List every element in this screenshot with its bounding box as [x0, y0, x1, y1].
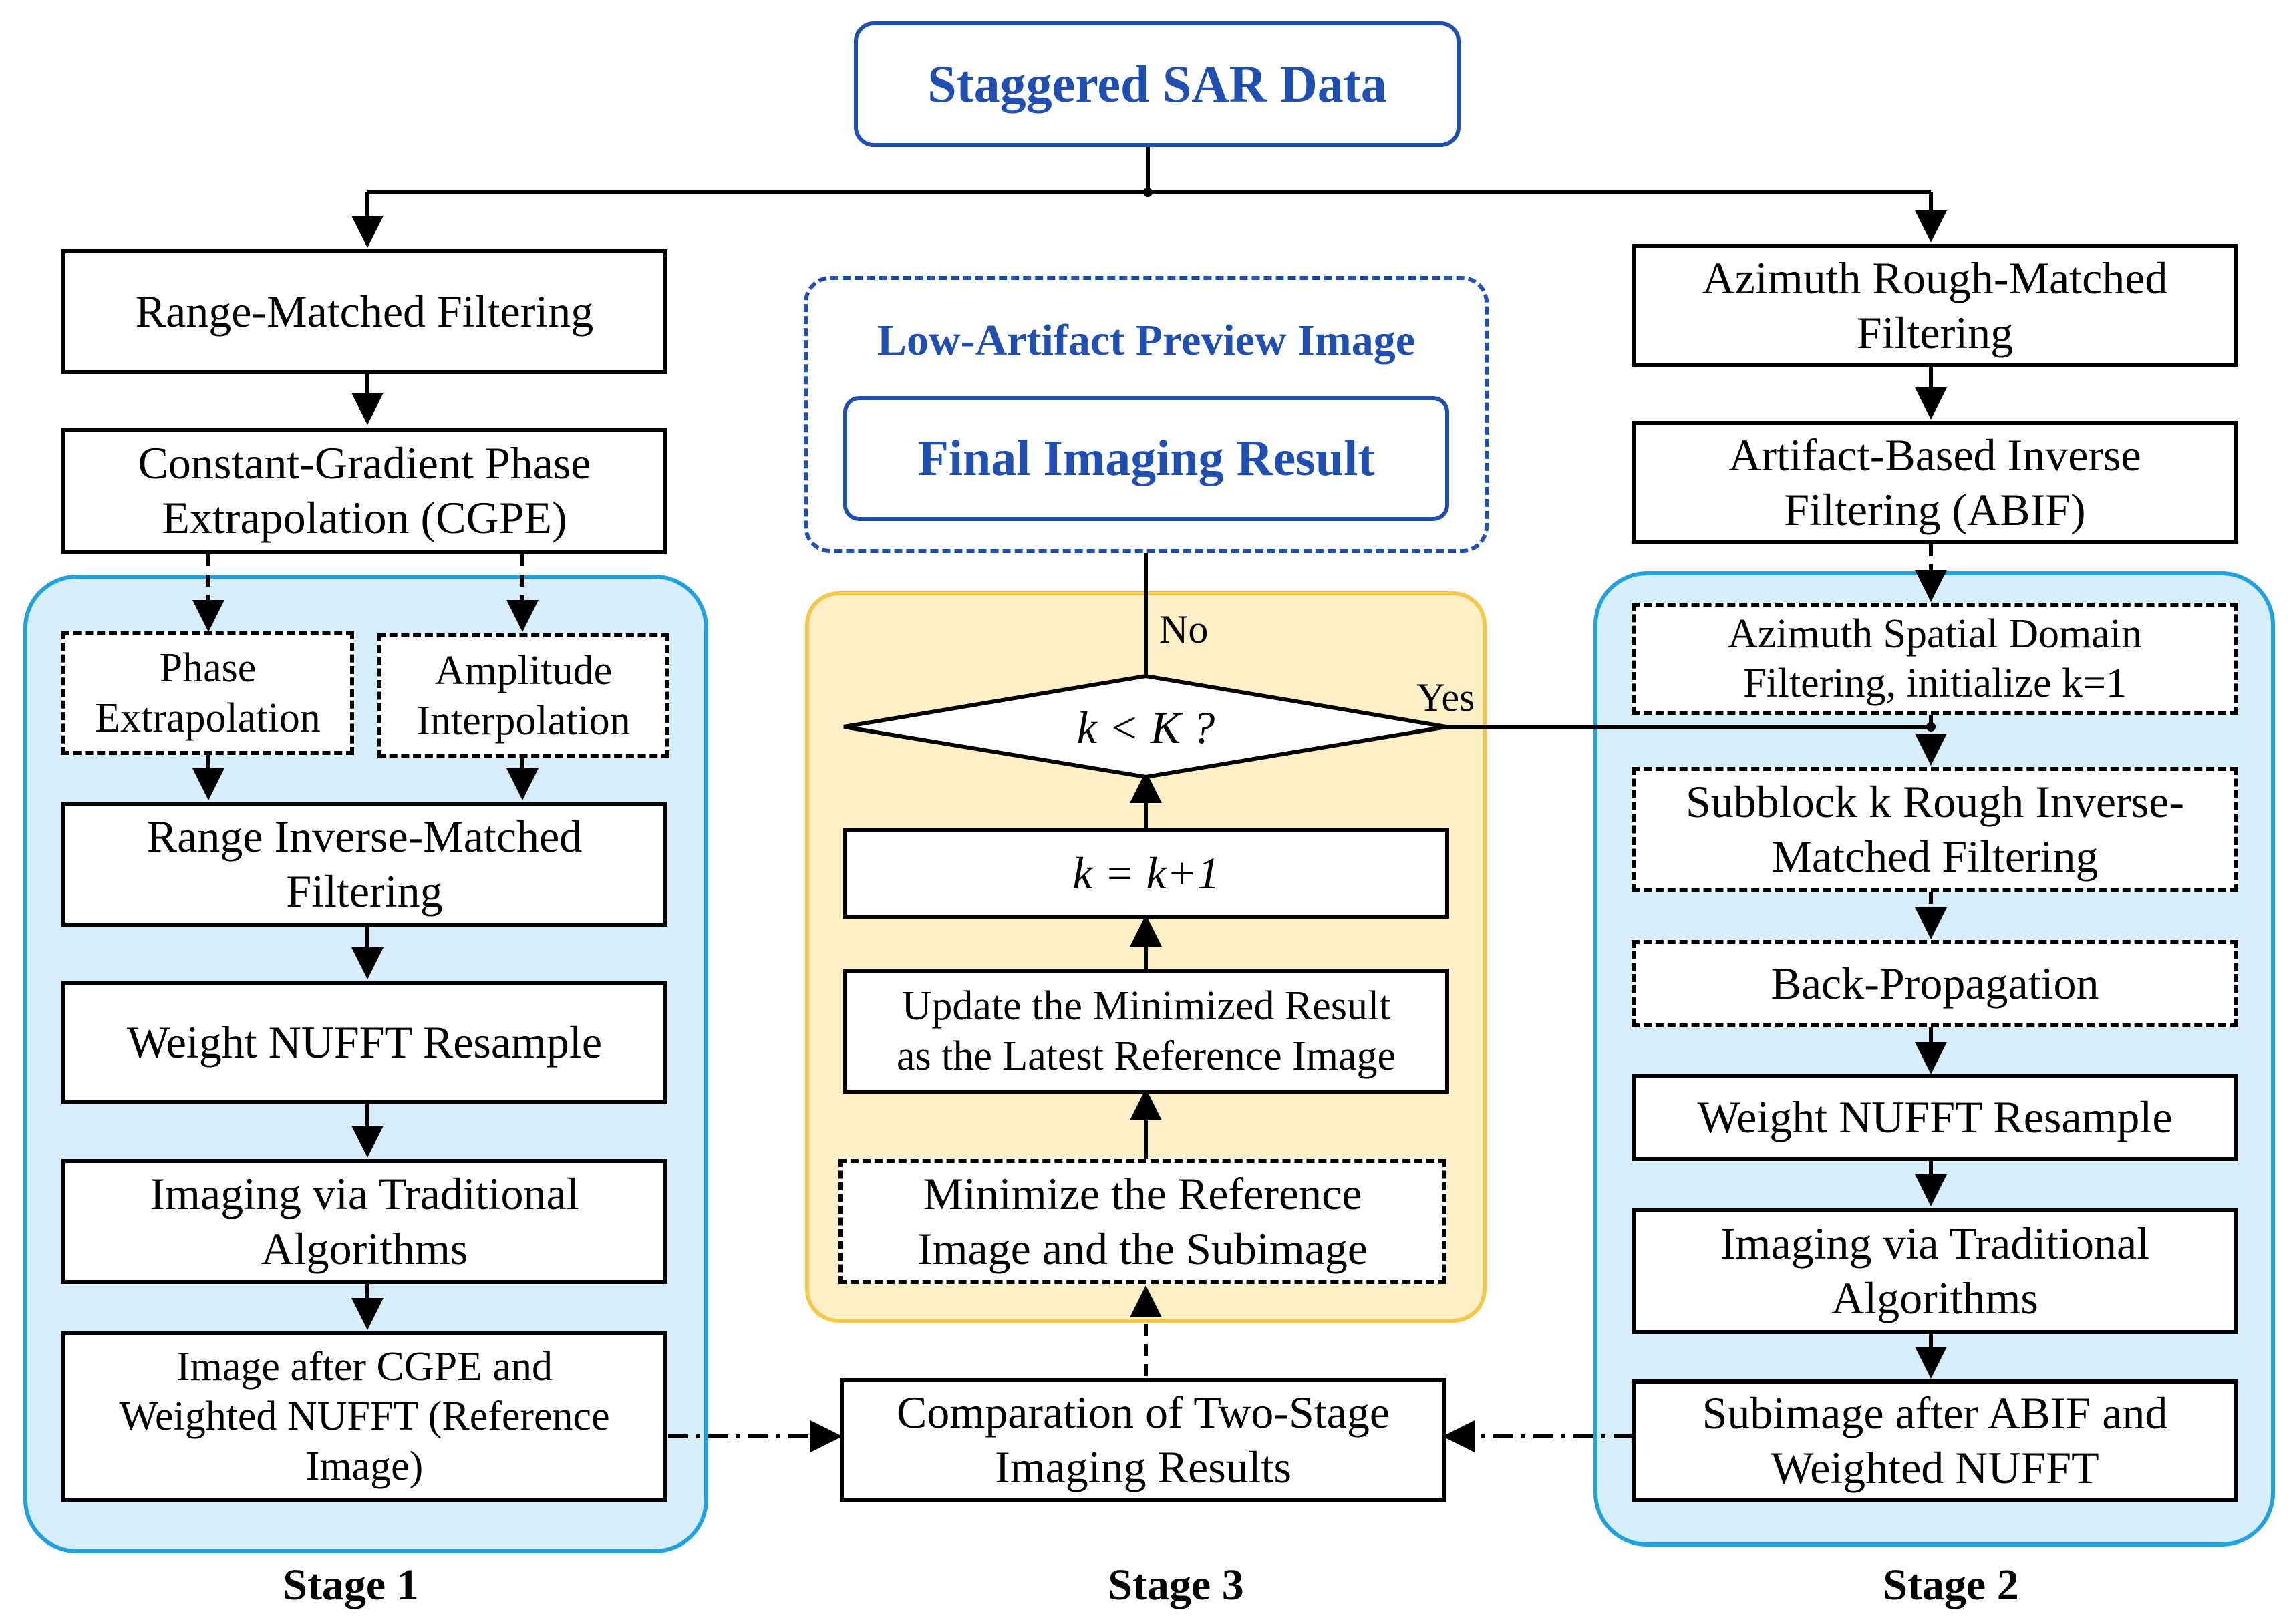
range-inverse-matched-box: Range Inverse-Matched Filtering [61, 802, 667, 927]
abif-label: Artifact-Based Inverse Filtering (ABIF) [1728, 429, 2141, 535]
phase-extrapolation-box: Phase Extrapolation [61, 631, 354, 755]
abif-box: Artifact-Based Inverse Filtering (ABIF) [1632, 421, 2238, 544]
subblock-label: Subblock k Rough Inverse- Matched Filter… [1685, 776, 2184, 882]
decision-label: k < K ? [1076, 702, 1215, 753]
phase-extrapolation-label: Phase Extrapolation [95, 645, 321, 741]
back-propagation-label: Back-Propagation [1771, 957, 2099, 1009]
comparison-label: Comparation of Two-Stage Imaging Results [896, 1386, 1390, 1492]
yes-label: Yes [1416, 675, 1475, 719]
amplitude-interpolation-label: Amplitude Interpolation [416, 648, 631, 744]
range-inverse-matched-label: Range Inverse-Matched Filtering [146, 810, 583, 917]
azimuth-rough-matched-box: Azimuth Rough-Matched Filtering [1632, 244, 2238, 367]
no-label: No [1159, 607, 1209, 651]
stage3-label: Stage 3 [1108, 1561, 1244, 1609]
cgpe-label: Constant-Gradient Phase Extrapolation (C… [138, 438, 591, 543]
stage2-imaging-box: Imaging via Traditional Algorithms [1632, 1208, 2238, 1334]
azimuth-rough-matched-label: Azimuth Rough-Matched Filtering [1702, 252, 2168, 358]
cgpe-box: Constant-Gradient Phase Extrapolation (C… [61, 428, 667, 554]
decision-diamond [843, 673, 1447, 780]
minimize-label: Minimize the Reference Image and the Sub… [917, 1168, 1368, 1274]
reference-image-label: Image after CGPE and Weighted NUFFT (Ref… [119, 1343, 610, 1489]
update-reference-label: Update the Minimized Result as the Lates… [896, 983, 1396, 1079]
stage1-weight-nufft-label: Weight NUFFT Resample [126, 1016, 602, 1068]
spatial-filtering-box: Azimuth Spatial Domain Filtering, initia… [1632, 603, 2238, 715]
final-imaging-result-box: Final Imaging Result [843, 396, 1449, 521]
stage2-imaging-label: Imaging via Traditional Algorithms [1720, 1217, 2150, 1323]
stage1-imaging-box: Imaging via Traditional Algorithms [61, 1159, 667, 1284]
stage2-weight-nufft-label: Weight NUFFT Resample [1697, 1092, 2173, 1143]
increment-label: k = k+1 [1072, 847, 1220, 899]
staggered-sar-data-label: Staggered SAR Data [927, 55, 1387, 114]
minimize-box: Minimize the Reference Image and the Sub… [838, 1159, 1446, 1284]
update-reference-box: Update the Minimized Result as the Lates… [843, 969, 1449, 1094]
subimage-label: Subimage after ABIF and Weighted NUFFT [1702, 1387, 2168, 1493]
back-propagation-box: Back-Propagation [1632, 940, 2238, 1027]
range-matched-filtering-box: Range-Matched Filtering [61, 249, 667, 374]
increment-box: k = k+1 [843, 828, 1449, 919]
comparison-box: Comparation of Two-Stage Imaging Results [840, 1378, 1446, 1502]
stage2-label: Stage 2 [1883, 1561, 2019, 1609]
range-matched-filtering-label: Range-Matched Filtering [135, 285, 594, 337]
staggered-sar-data-box: Staggered SAR Data [854, 21, 1461, 147]
stage2-weight-nufft-box: Weight NUFFT Resample [1632, 1074, 2238, 1161]
reference-image-box: Image after CGPE and Weighted NUFFT (Ref… [61, 1331, 667, 1502]
subimage-box: Subimage after ABIF and Weighted NUFFT [1632, 1379, 2238, 1502]
stage1-imaging-label: Imaging via Traditional Algorithms [150, 1168, 579, 1274]
subblock-box: Subblock k Rough Inverse- Matched Filter… [1632, 767, 2238, 892]
amplitude-interpolation-box: Amplitude Interpolation [377, 633, 669, 758]
spatial-filtering-label: Azimuth Spatial Domain Filtering, initia… [1728, 611, 2142, 706]
preview-image-title: Low-Artifact Preview Image [877, 316, 1416, 365]
stage1-label: Stage 1 [283, 1561, 419, 1609]
final-imaging-result-label: Final Imaging Result [917, 430, 1375, 486]
stage1-weight-nufft-box: Weight NUFFT Resample [61, 981, 667, 1104]
